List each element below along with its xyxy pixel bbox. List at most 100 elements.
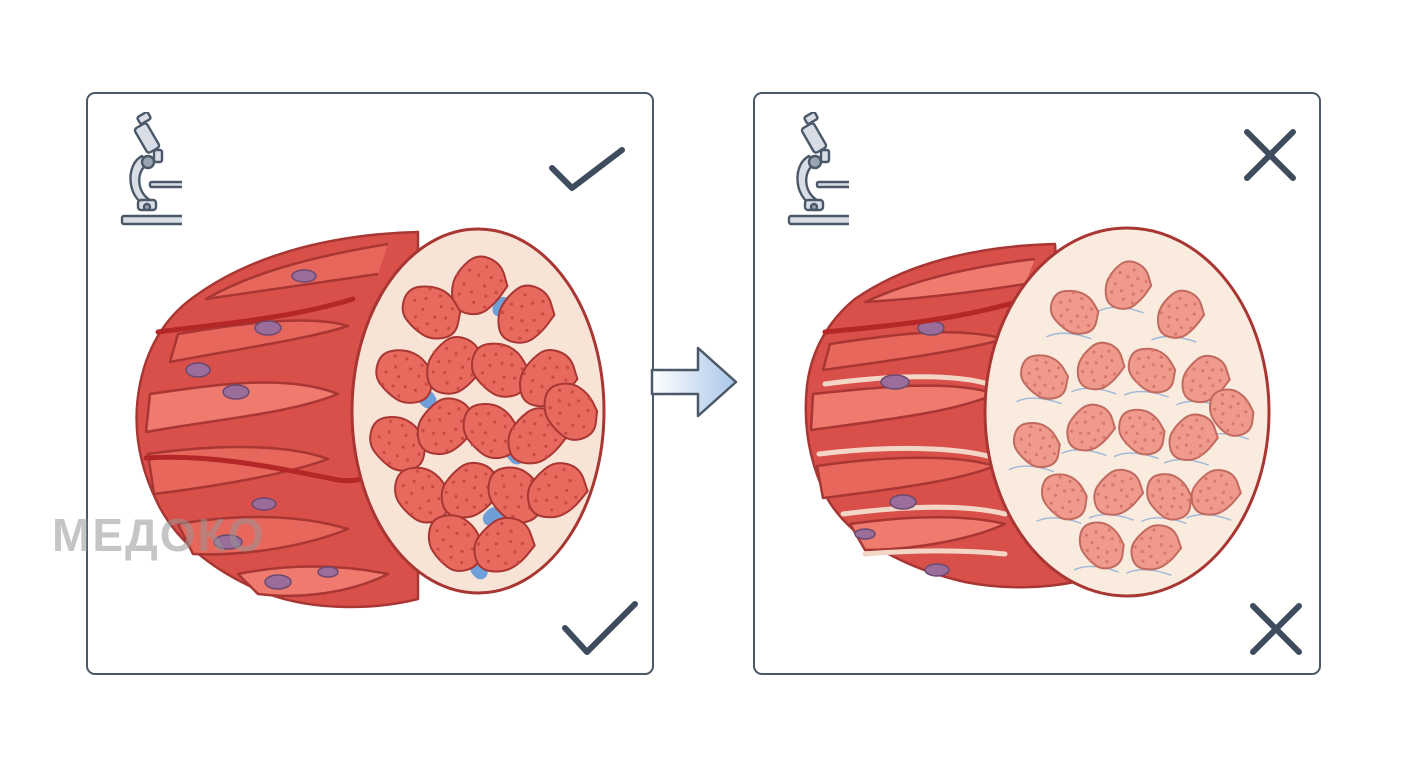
- myofibril-dot: [483, 305, 487, 309]
- myofibril-dot: [1038, 428, 1042, 432]
- myofibril-dot: [1039, 446, 1043, 450]
- myofibril-dot: [444, 490, 448, 494]
- myofibril-dot: [440, 559, 444, 564]
- myofibril-dot: [510, 316, 514, 320]
- myofibril-dot: [1204, 477, 1208, 481]
- myofibril-dot: [503, 439, 508, 443]
- myofibril-dot: [485, 532, 489, 536]
- myofibril-dot: [489, 449, 493, 453]
- myofibril-dot: [470, 373, 474, 377]
- myofibril-dot: [1113, 282, 1118, 286]
- myofibril-dot: [1037, 375, 1041, 379]
- myofibril-dot: [1089, 446, 1093, 450]
- myofibril-dot: [513, 550, 517, 554]
- myofibril-dot: [503, 413, 507, 417]
- myofibril-dot: [1051, 435, 1055, 439]
- fibrotic-strand: [1123, 390, 1170, 398]
- myofibril-dot: [457, 292, 462, 296]
- myofibril-dot: [460, 419, 464, 423]
- myofibril-dot: [478, 422, 482, 426]
- myofibril-dot: [1172, 496, 1176, 500]
- myofibril-dot: [494, 492, 498, 496]
- myofibril-dot: [477, 273, 481, 277]
- myofibril-dot: [1179, 325, 1183, 330]
- fiber-nucleus: [185, 269, 339, 590]
- myofibril-dot: [1048, 444, 1052, 448]
- myofibril-dot: [586, 409, 590, 413]
- myofibril-dot: [421, 486, 425, 490]
- myofibril-dot: [424, 382, 428, 386]
- myofibril-dot: [564, 378, 568, 382]
- myofibril-dot: [1051, 386, 1055, 390]
- myofibril-dot: [463, 345, 467, 349]
- myofibril-dot: [509, 302, 514, 306]
- myofibril-dot: [462, 479, 466, 483]
- myofibril-dot: [1129, 502, 1133, 507]
- myofibril-dot: [387, 441, 391, 445]
- myofibril-dot: [1221, 501, 1225, 505]
- myofibril-dot: [1091, 415, 1095, 419]
- myofibril-dot: [1096, 546, 1100, 550]
- myofibril-dot: [543, 472, 547, 476]
- myofibril-dot: [1131, 301, 1135, 305]
- myofibril-dot: [449, 439, 453, 443]
- myofibril-dot: [1132, 268, 1136, 272]
- myofibril-dot: [1054, 375, 1058, 379]
- myofibril-dot: [577, 414, 581, 418]
- myofibril-dot: [453, 427, 458, 432]
- fibrotic-strand: [1073, 565, 1120, 573]
- muscle-fiber: [1066, 403, 1117, 452]
- myofibril-dot: [548, 356, 552, 360]
- myofibril-dot: [1028, 433, 1032, 437]
- myofibril-dot: [531, 379, 535, 383]
- muscle-fiber: [1127, 347, 1177, 394]
- myofibril-dot: [401, 445, 405, 449]
- myofibril-dot: [1096, 555, 1100, 559]
- myofibril-dot: [1099, 411, 1103, 415]
- myofibril-dot: [547, 483, 551, 487]
- myofibril-dot: [1019, 437, 1023, 441]
- myofibril-dot: [432, 350, 436, 354]
- myofibril-dot: [1141, 559, 1145, 563]
- myofibril-dot: [391, 384, 395, 388]
- fibrotic-strand: [1016, 397, 1062, 405]
- myofibril-dot: [1028, 459, 1032, 463]
- myofibril-dot: [410, 491, 414, 495]
- degraded-muscle-bundle: [804, 226, 1271, 598]
- microscope-icon: [120, 112, 182, 226]
- myofibril-dot: [1052, 452, 1056, 456]
- myofibril-dot: [565, 488, 569, 493]
- myofibril-dot: [1167, 304, 1171, 308]
- myofibril-dot: [1059, 300, 1063, 304]
- myofibril-dot: [418, 506, 422, 510]
- myofibril-dot: [396, 375, 401, 379]
- myofibril-dot: [1101, 535, 1105, 539]
- myofibril-dot: [1076, 498, 1080, 502]
- myofibril-dot: [1189, 425, 1193, 430]
- myofibril-dot: [412, 443, 416, 447]
- myofibril-dot: [1103, 375, 1108, 379]
- myofibril-dot: [1153, 375, 1157, 379]
- myofibril-dot: [482, 383, 486, 387]
- myofibril-dot: [1027, 371, 1031, 375]
- myofibril-dot: [460, 436, 465, 441]
- myofibril-dot: [494, 352, 498, 356]
- myofibril-dot: [1211, 384, 1215, 388]
- muscle-fiber: [1118, 408, 1166, 456]
- x-icon: [1250, 603, 1302, 655]
- myofibril-dot: [511, 514, 515, 518]
- myofibril-dot: [1047, 487, 1051, 491]
- healthy-muscle-bundle: [135, 227, 606, 609]
- microscope-icon: [787, 112, 849, 226]
- myofibril-dot: [1140, 537, 1144, 541]
- myofibril-dot: [1111, 483, 1115, 487]
- myofibril-dot: [1201, 369, 1205, 373]
- myofibril-dot: [516, 560, 520, 564]
- myofibril-dot: [1092, 350, 1096, 354]
- myofibril-dot: [555, 365, 559, 369]
- myofibril-dot: [554, 495, 559, 499]
- myofibril-dot: [1075, 314, 1079, 318]
- myofibril-dot: [519, 483, 523, 487]
- muscle-fiber: [394, 466, 451, 524]
- myofibril-dot: [477, 542, 481, 546]
